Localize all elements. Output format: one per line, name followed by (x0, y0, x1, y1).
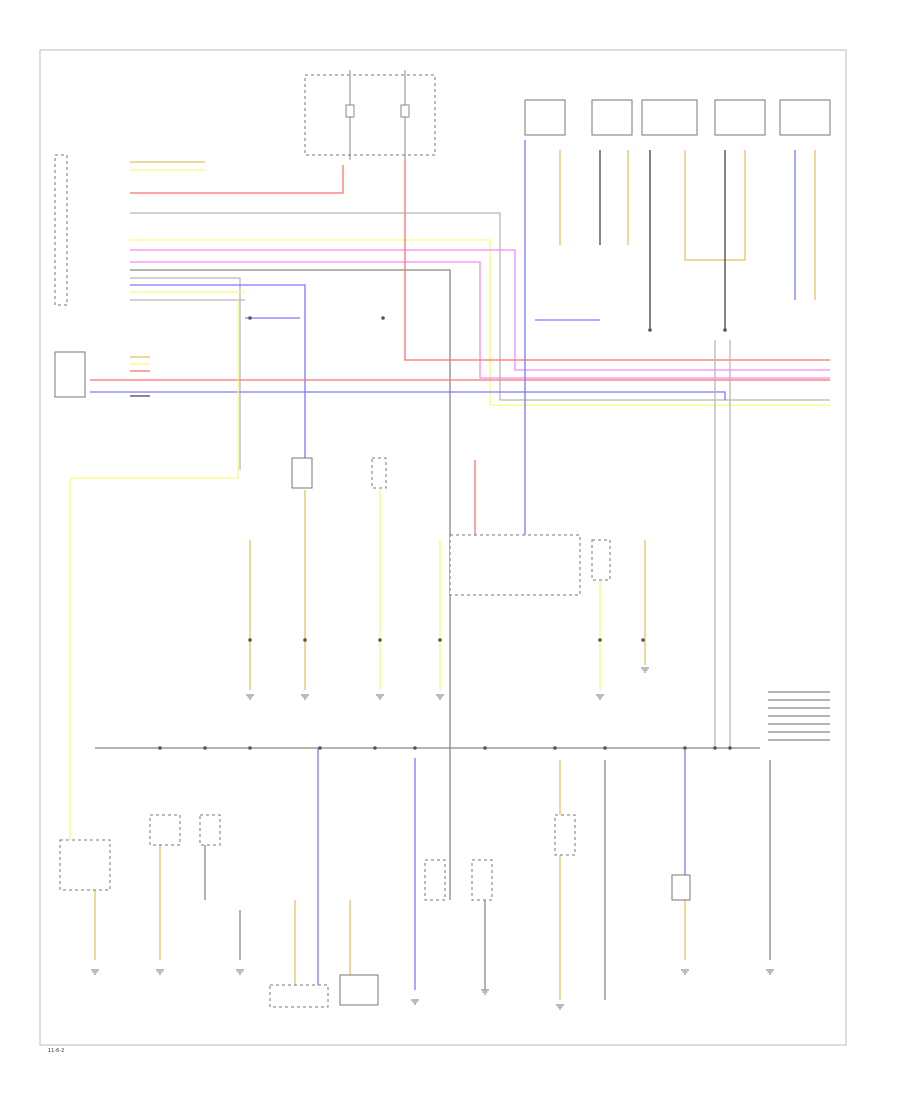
component-box-right-4 (714, 99, 766, 136)
splice-point (373, 746, 377, 750)
splice-point (303, 638, 307, 642)
switch-box-bottom-3 (424, 859, 446, 901)
wire-blue-long (90, 391, 726, 400)
splice-point (603, 746, 607, 750)
switch-box-bottom-4 (471, 859, 493, 901)
figure-id: 11-6-2 (48, 1048, 64, 1054)
wire-blue-1 (130, 284, 306, 460)
wire-red-top (130, 165, 344, 194)
ground-symbol (436, 694, 444, 700)
switch-box-bottom-2 (199, 814, 221, 846)
wire-red-fuse (404, 160, 830, 361)
wire-harness (69, 140, 830, 1010)
splice-point (553, 746, 557, 750)
sensor-box-bottom-6 (671, 874, 691, 901)
splice-point (413, 746, 417, 750)
ground-symbol (376, 694, 384, 700)
wire-orange-loop (684, 150, 746, 261)
wire-gray-bus (130, 212, 830, 401)
ground-symbol (411, 999, 419, 1005)
module-box-left (54, 351, 86, 398)
ground-symbol (236, 969, 244, 975)
splice-point (318, 746, 322, 750)
control-module-bottom-2 (339, 974, 379, 1006)
splice-point (728, 746, 732, 750)
splice-point (598, 638, 602, 642)
splice-point (248, 746, 252, 750)
splice-point (248, 638, 252, 642)
ground-symbol (301, 694, 309, 700)
splice-point (483, 746, 487, 750)
ground-symbol (91, 969, 99, 975)
connector-block-left (54, 154, 68, 306)
splice-point (158, 746, 162, 750)
splice-point (641, 638, 645, 642)
switch-module-2 (371, 457, 387, 489)
switch-box-bottom-1 (149, 814, 181, 846)
component-box-right-1 (524, 99, 566, 136)
switch-module-1 (291, 457, 313, 489)
splice-point (378, 638, 382, 642)
switch-module-3 (591, 539, 611, 581)
wire-pink-bus (130, 249, 830, 371)
ground-symbol (641, 667, 649, 673)
ground-symbol (596, 694, 604, 700)
ground-symbol (766, 969, 774, 975)
splice-point (438, 638, 442, 642)
splice-point (723, 328, 727, 332)
wire-gray-drop (130, 269, 451, 900)
ground-symbol (246, 694, 254, 700)
diagram-frame (39, 49, 847, 1046)
splice-point (713, 746, 717, 750)
splice-point (648, 328, 652, 332)
switch-box-bottom-5 (554, 814, 576, 856)
wire-pink-bus-2 (130, 261, 830, 379)
sensor-box-left (59, 839, 111, 891)
ground-symbol (556, 1004, 564, 1010)
relay-center (449, 534, 581, 596)
splice-point (683, 746, 687, 750)
splice-point (381, 316, 385, 320)
ground-symbol (681, 969, 689, 975)
wire-gray-left (130, 277, 241, 470)
splice-point (248, 316, 252, 320)
wire-yellow-left (69, 300, 239, 840)
component-box-right-5 (779, 99, 831, 136)
component-box-right-2 (591, 99, 633, 136)
ground-symbol (481, 989, 489, 995)
component-box-right-3 (641, 99, 698, 136)
wire-yellow-bus (130, 239, 830, 406)
fuse-block-top (304, 70, 436, 160)
ground-symbol (156, 969, 164, 975)
control-module-bottom (269, 984, 329, 1008)
splice-point (203, 746, 207, 750)
